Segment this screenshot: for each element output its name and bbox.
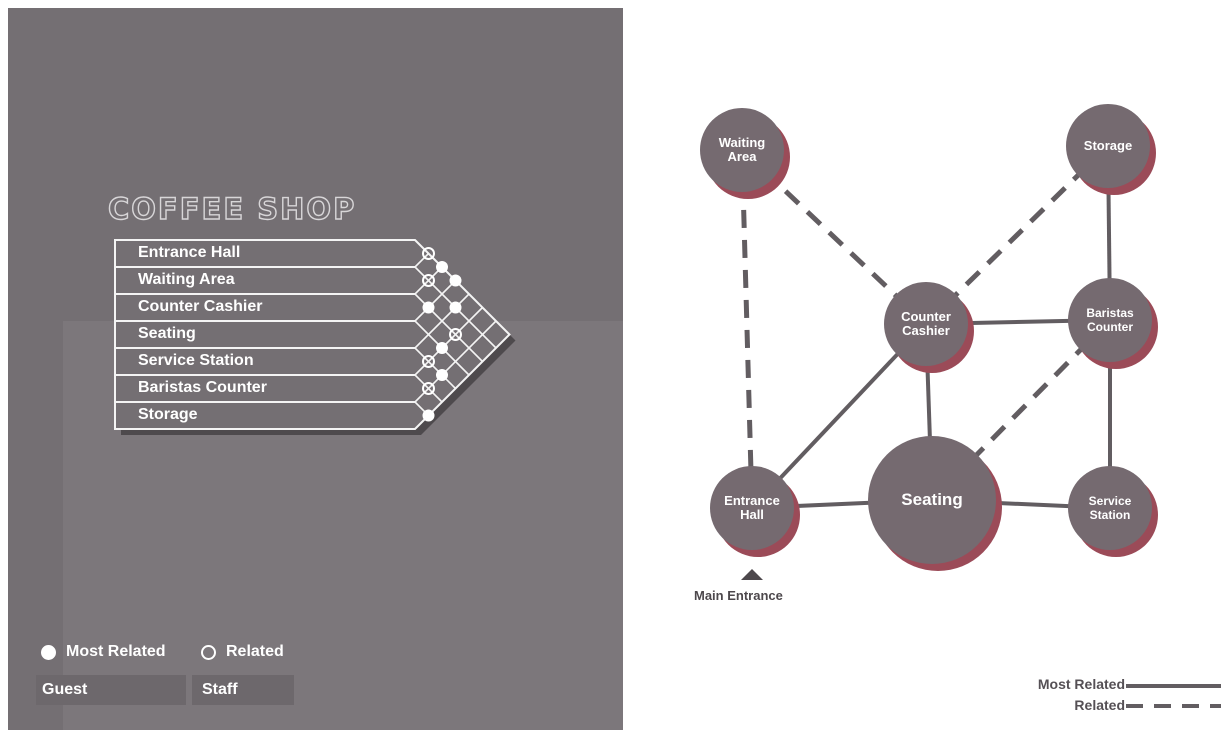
most-related-marker: [436, 342, 448, 354]
matrix-row-label: Storage: [138, 406, 198, 423]
matrix-grid-line: [414, 306, 484, 376]
matrix-grid-line: [414, 347, 457, 390]
key-most-related: Most Related: [1037, 676, 1125, 692]
node-storage: [1066, 104, 1150, 188]
matrix-grid-line: [414, 239, 511, 336]
related-edge: [924, 144, 1110, 326]
related-dot: [201, 645, 216, 660]
most-related-edge: [750, 322, 928, 510]
related-marker: [422, 355, 435, 368]
matrix-row-label: Entrance Hall: [138, 244, 241, 261]
related-edge: [739, 149, 755, 509]
most-related-marker: [449, 301, 462, 314]
main-entrance-arrow-icon: [741, 569, 763, 580]
matrix-title: COFFEE SHOP: [107, 191, 357, 226]
most-related-marker: [436, 369, 448, 381]
node-label-storage: Storage: [1083, 138, 1133, 153]
key-related: Related: [1074, 697, 1125, 713]
matrix-grid-line: [414, 293, 470, 349]
related-marker: [422, 247, 435, 260]
node-service: [1068, 466, 1152, 550]
adjacency-matrix: [114, 239, 516, 435]
matrix-grid-line: [414, 279, 457, 322]
node-label-seating: Seating: [901, 490, 963, 509]
main-entrance-label: Main Entrance: [694, 588, 783, 603]
user-type-bar: Guest Staff: [36, 675, 294, 705]
most-related-marker: [449, 274, 462, 287]
legend-related: Related: [226, 643, 284, 660]
most-related-marker: [422, 301, 435, 314]
related-marker: [422, 382, 435, 395]
node-entrance: [710, 466, 794, 550]
related-marker: [422, 274, 435, 287]
matrix-row-label: Service Station: [138, 352, 254, 369]
most-related-marker: [422, 409, 435, 422]
node-baristas: [1068, 278, 1152, 362]
legend-most-related: Most Related: [66, 643, 166, 660]
matrix-row-label: Baristas Counter: [138, 379, 267, 396]
node-counter: [884, 282, 968, 366]
node-waiting: [700, 108, 784, 192]
most-related-marker: [436, 261, 448, 273]
line-key: [1126, 684, 1221, 708]
matrix-grid-line: [414, 252, 430, 268]
most-related-dot: [41, 645, 56, 660]
user-type-staff: Staff: [202, 681, 238, 698]
related-marker: [449, 328, 462, 341]
matrix-row-label: Counter Cashier: [138, 298, 263, 315]
matrix-grid-line: [414, 320, 497, 403]
user-type-guest: Guest: [42, 681, 88, 698]
node-seating: [868, 436, 996, 564]
user-type-guest-cell: [36, 675, 186, 705]
user-type-staff-cell: [192, 675, 294, 705]
matrix-row-label: Waiting Area: [138, 271, 235, 288]
matrix-grid-line: [414, 266, 443, 295]
matrix-row-label: Seating: [138, 325, 196, 342]
